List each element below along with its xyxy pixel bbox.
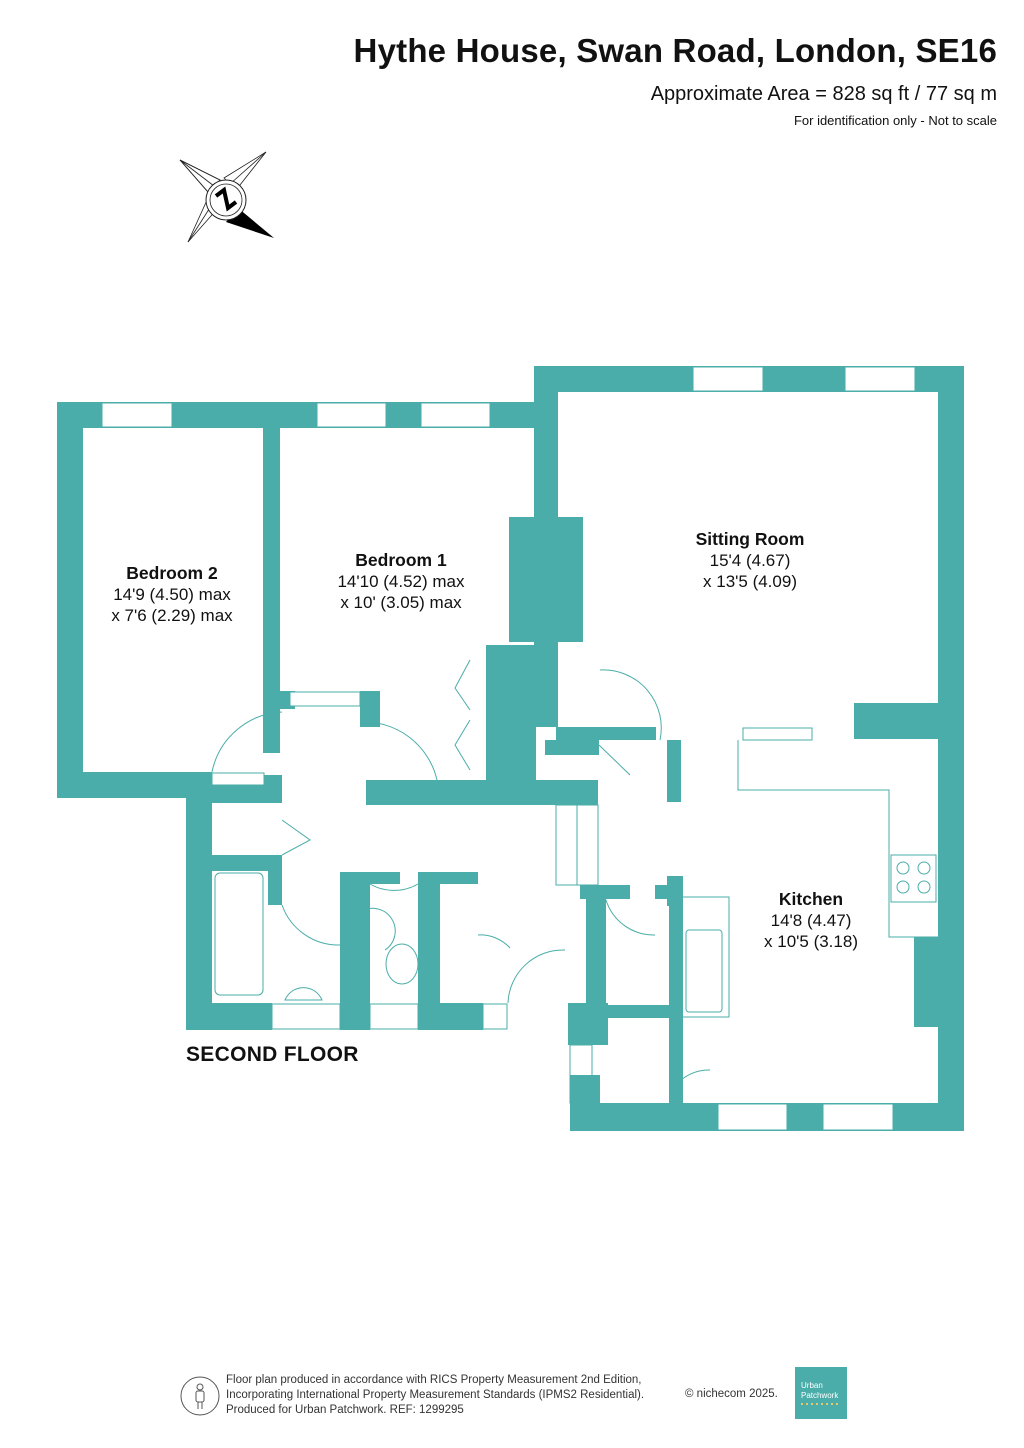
- windows: [101, 366, 916, 1131]
- room-bedroom-2: Bedroom 2 14'9 (4.50) max x 7'6 (2.29) m…: [111, 563, 232, 626]
- copyright: © nichecom 2025.: [685, 1388, 778, 1400]
- person-icon: [180, 1376, 220, 1416]
- room-dimension-2: x 10' (3.05) max: [340, 593, 462, 612]
- room-sitting-room: Sitting Room 15'4 (4.67) x 13'5 (4.09): [696, 529, 805, 592]
- footer-line-1: Floor plan produced in accordance with R…: [226, 1374, 642, 1386]
- room-kitchen: Kitchen 14'8 (4.47) x 10'5 (3.18): [764, 889, 858, 952]
- kitchen-counter: [680, 740, 938, 1018]
- bathroom-fixtures: [214, 872, 419, 1001]
- footer: Floor plan produced in accordance with R…: [180, 1372, 870, 1422]
- room-name: Sitting Room: [695, 529, 805, 549]
- footer-line-2: Incorporating International Property Mea…: [226, 1389, 645, 1401]
- room-name: Kitchen: [778, 889, 844, 909]
- room-name: Bedroom 1: [355, 550, 447, 570]
- room-name: Bedroom 2: [126, 563, 218, 583]
- room-bedroom-1: Bedroom 1 14'10 (4.52) max x 10' (3.05) …: [337, 550, 464, 613]
- compass-north-icon: [179, 151, 274, 243]
- room-dimension-1: 14'8 (4.47): [770, 911, 852, 930]
- room-dimension-1: 14'9 (4.50) max: [113, 585, 231, 604]
- room-dimension-2: x 10'5 (3.18): [764, 932, 858, 951]
- logo-dots: [801, 1403, 839, 1405]
- urban-patchwork-logo: Urban Patchwork: [795, 1367, 847, 1419]
- floor-label: SECOND FLOOR: [186, 1043, 359, 1066]
- room-dimension-2: x 13'5 (4.09): [703, 572, 797, 591]
- logo-line-1: Urban: [801, 1381, 823, 1390]
- property-title: Hythe House, Swan Road, London, SE16: [353, 32, 997, 69]
- logo-line-2: Patchwork: [801, 1391, 839, 1400]
- footer-line-3: Produced for Urban Patchwork. REF: 12992…: [226, 1404, 464, 1416]
- approximate-area: Approximate Area = 828 sq ft / 77 sq m: [650, 83, 997, 105]
- room-dimension-1: 14'10 (4.52) max: [337, 572, 465, 591]
- room-dimension-2: x 7'6 (2.29) max: [111, 606, 233, 625]
- footer-text: Floor plan produced in accordance with R…: [226, 1373, 644, 1418]
- room-dimension-1: 15'4 (4.67): [709, 551, 791, 570]
- scale-disclaimer: For identification only - Not to scale: [793, 113, 997, 128]
- walls: [57, 366, 964, 1131]
- door-swings: [211, 659, 711, 1081]
- corridor-shelving: [555, 804, 599, 1104]
